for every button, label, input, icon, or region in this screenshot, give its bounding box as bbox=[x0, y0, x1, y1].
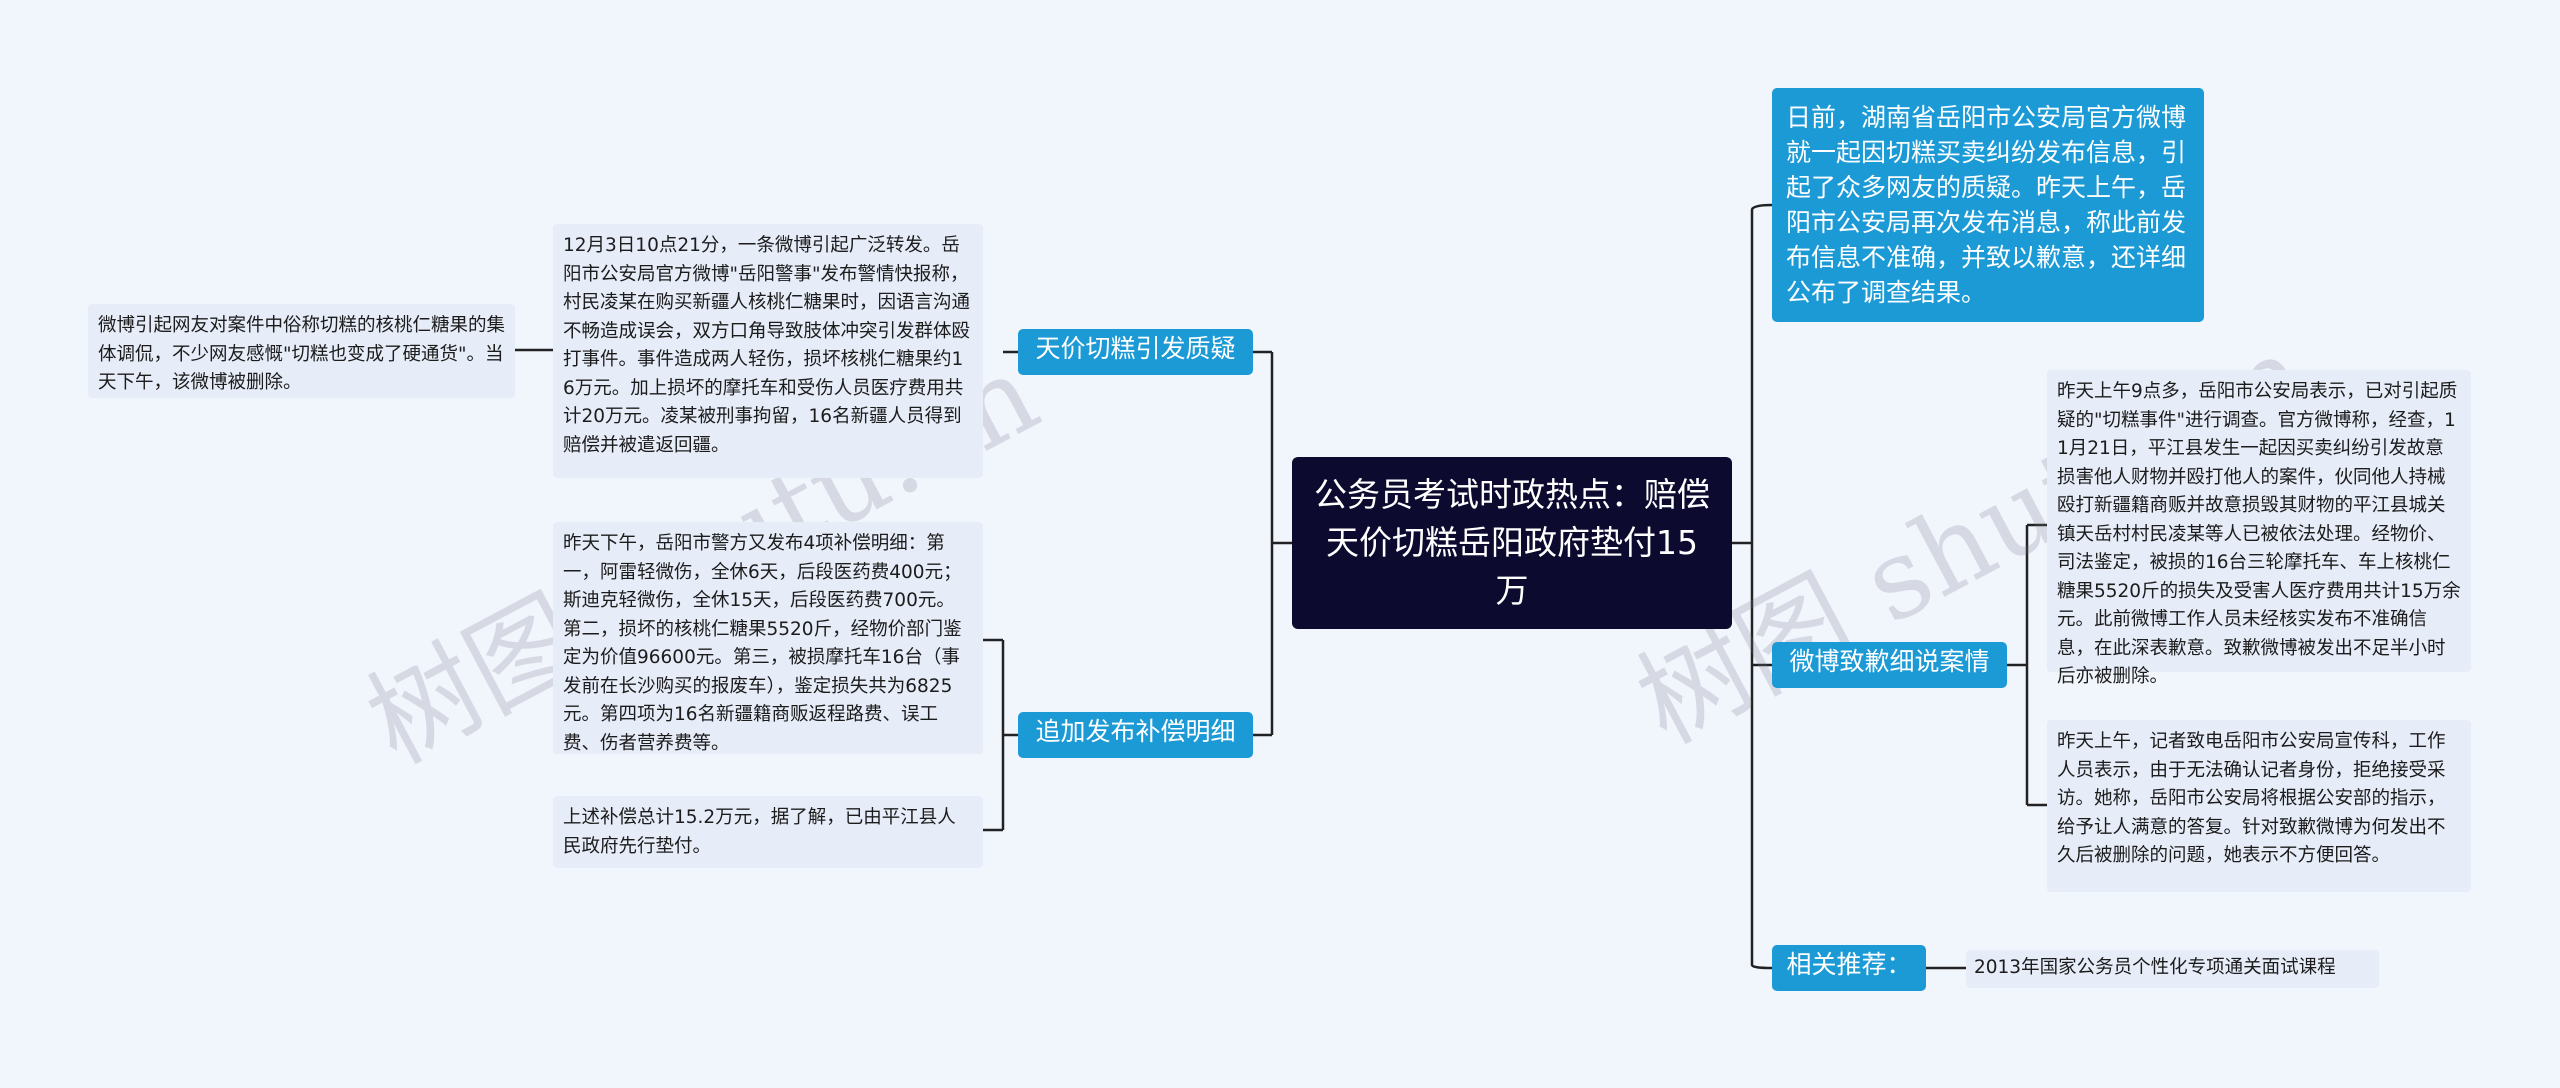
leaf-compensation-items: 昨天下午，岳阳市警方又发布4项补偿明细：第一，阿雷轻微伤，全休6天，后段医药费4… bbox=[553, 522, 983, 754]
branch-related-recommend-label: 相关推荐： bbox=[1786, 950, 1912, 979]
leaf-compensation-total: 上述补偿总计15.2万元，据了解，已由平江县人民政府先行垫付。 bbox=[553, 796, 983, 868]
branch-price-controversy[interactable]: 天价切糕引发质疑 bbox=[1018, 329, 1253, 375]
root-topic[interactable]: 公务员考试时政热点：赔偿天价切糕岳阳政府垫付15万 bbox=[1292, 457, 1732, 629]
branch-compensation-details[interactable]: 追加发布补偿明细 bbox=[1018, 712, 1253, 758]
branch-price-controversy-label: 天价切糕引发质疑 bbox=[1035, 334, 1236, 363]
branch-related-recommend[interactable]: 相关推荐： bbox=[1772, 945, 1926, 991]
intro-summary[interactable]: 日前，湖南省岳阳市公安局官方微博就一起因切糕买卖纠纷发布信息，引起了众多网友的质… bbox=[1772, 88, 2204, 322]
leaf-press-response: 昨天上午，记者致电岳阳市公安局宣传科，工作人员表示，由于无法确认记者身份，拒绝接… bbox=[2047, 720, 2471, 892]
root-title: 公务员考试时政热点：赔偿天价切糕岳阳政府垫付15万 bbox=[1314, 475, 1710, 610]
leaf-incident-detail: 12月3日10点21分，一条微博引起广泛转发。岳阳市公安局官方微博"岳阳警事"发… bbox=[553, 224, 983, 478]
branch-weibo-apology[interactable]: 微博致歉细说案情 bbox=[1772, 642, 2007, 688]
link-course-recommend[interactable]: 2013年国家公务员个性化专项通关面试课程 bbox=[1966, 950, 2379, 988]
leaf-weibo-deleted: 微博引起网友对案件中俗称切糕的核桃仁糖果的集体调侃，不少网友感慨"切糕也变成了硬… bbox=[88, 304, 515, 398]
branch-compensation-details-label: 追加发布补偿明细 bbox=[1035, 717, 1236, 746]
leaf-investigation-result: 昨天上午9点多，岳阳市公安局表示，已对引起质疑的"切糕事件"进行调查。官方微博称… bbox=[2047, 370, 2471, 687]
branch-weibo-apology-label: 微博致歉细说案情 bbox=[1789, 647, 1990, 676]
